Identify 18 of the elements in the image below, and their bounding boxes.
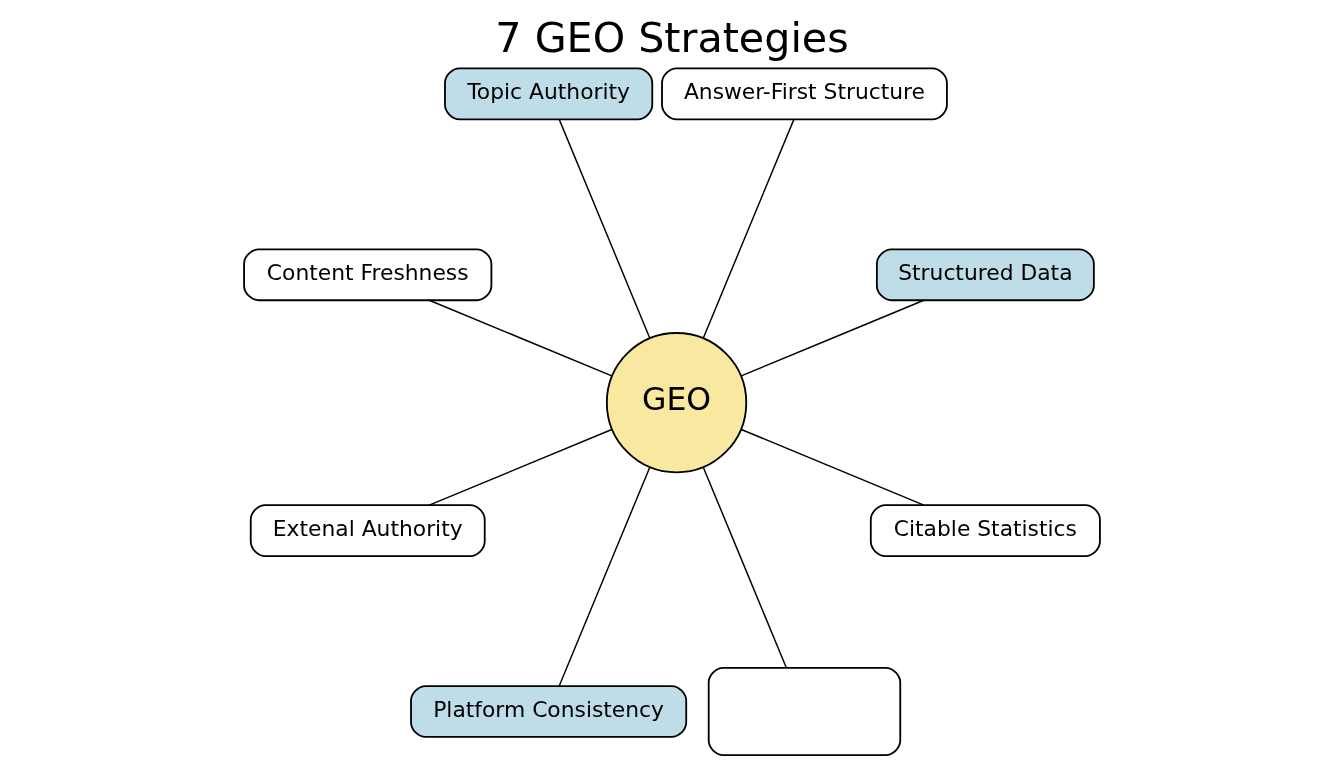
connector	[740, 428, 925, 506]
node-box: Content Freshness	[243, 247, 493, 301]
connector	[558, 466, 651, 686]
connector	[558, 118, 651, 339]
node-box: Answer-First Structure	[661, 67, 948, 120]
node-box	[707, 666, 902, 756]
connector	[702, 466, 788, 668]
node-box: Platform Consistency	[410, 684, 688, 738]
connector	[702, 118, 795, 339]
connector	[428, 428, 613, 506]
node-circle: GEO	[605, 331, 748, 473]
connector	[428, 299, 613, 377]
node-box: Topic Authority	[444, 67, 654, 120]
node-box: Citable Statistics	[869, 503, 1101, 557]
diagram-title: 7 GEO Strategies	[495, 13, 849, 62]
connector	[740, 299, 925, 377]
node-box: Extenal Authority	[249, 503, 486, 557]
node-box: Structured Data	[875, 247, 1095, 301]
